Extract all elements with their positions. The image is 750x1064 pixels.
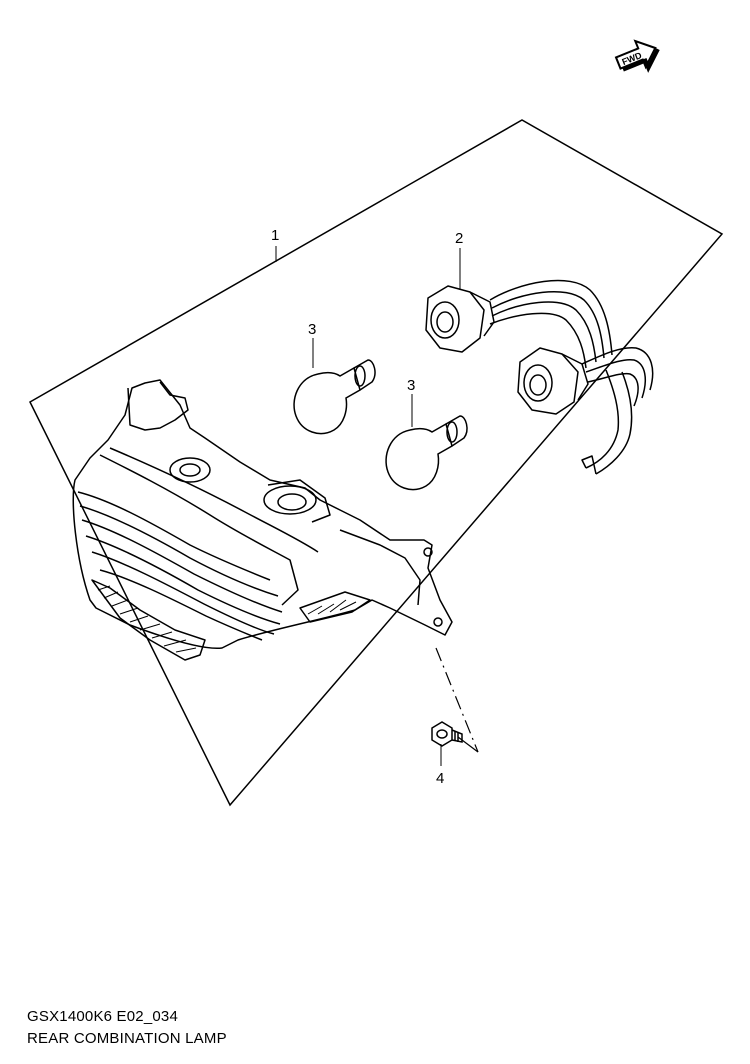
callout-3a: 3: [308, 321, 316, 338]
diagram-title: REAR COMBINATION LAMP: [27, 1030, 227, 1047]
callout-2: 2: [455, 230, 463, 247]
bulb-part-a: [293, 359, 376, 435]
callout-4: 4: [436, 770, 444, 787]
rear-combination-lamp-part: [72, 379, 453, 661]
bulb-part-b: [385, 415, 468, 491]
installation-dash-line: [435, 647, 479, 753]
screw-part: [431, 721, 463, 747]
callout-1: 1: [271, 227, 279, 244]
socket-harness-part: [425, 279, 654, 475]
fwd-arrow-icon: FWD: [614, 39, 660, 73]
callout-3b: 3: [407, 377, 415, 394]
diagram-code: GSX1400K6 E02_034: [27, 1008, 179, 1025]
assembly-outline: [29, 119, 724, 807]
